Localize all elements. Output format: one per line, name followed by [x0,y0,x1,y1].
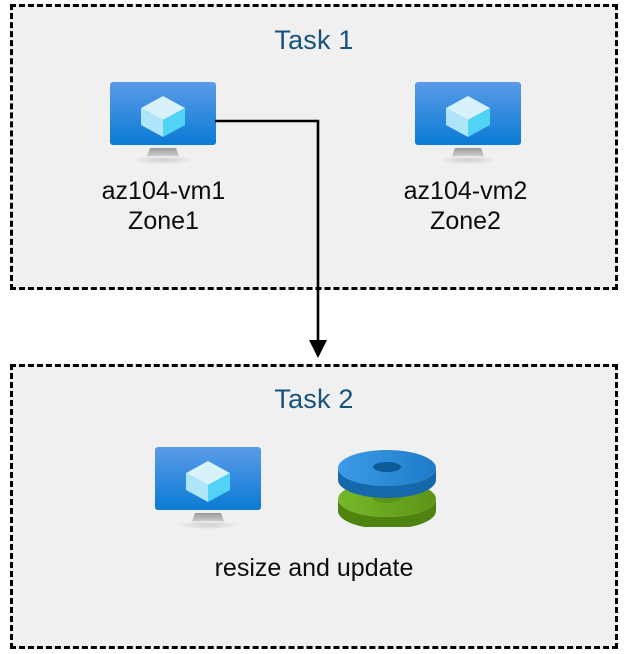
task-2-caption: resize and update [214,554,414,582]
task-1-title: Task 1 [274,25,354,55]
virtual-machine-icon[interactable] [108,80,218,165]
virtual-machine-icon[interactable] [153,445,263,530]
vm2-label: az104-vm2 Zone2 [403,177,528,235]
managed-disks-icon[interactable] [336,443,438,529]
task-2-group-box [10,364,618,649]
task-2-title: Task 2 [274,384,354,414]
vm1-label: az104-vm1 Zone1 [101,177,226,235]
virtual-machine-icon[interactable] [413,80,523,165]
